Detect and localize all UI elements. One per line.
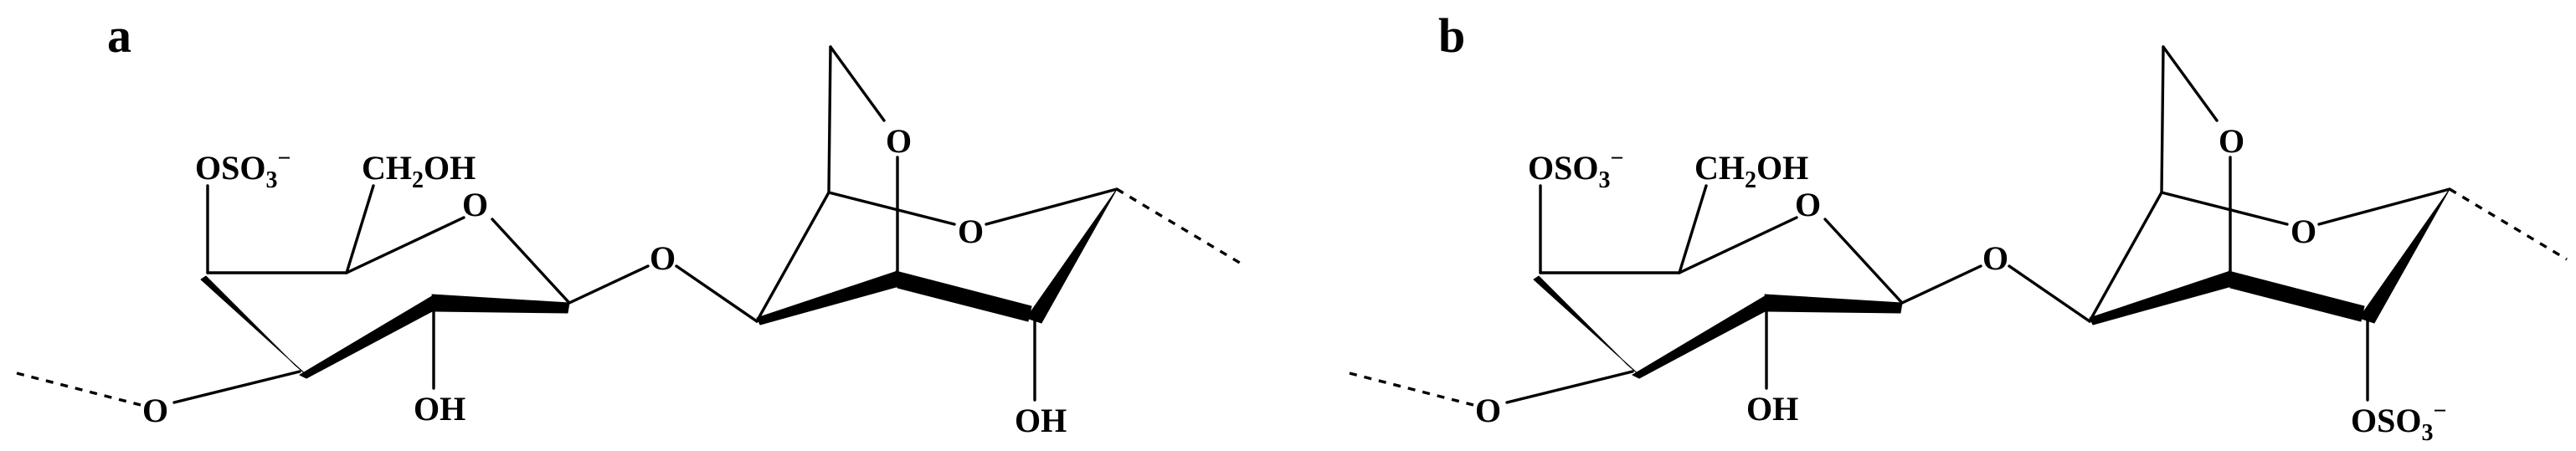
panel-label-b: b	[1438, 8, 1465, 63]
atom-ring-o-gal-a: O	[462, 186, 488, 223]
wedge-c5-c1-b	[1764, 294, 1903, 314]
bond-c5-ringo-b	[2160, 191, 2289, 226]
bond-c5-bridge-a	[827, 45, 832, 194]
atom-oh-gal-a: OH	[414, 390, 465, 428]
panel-a: a O OSO3−	[16, 8, 1243, 439]
bond-bridge-o-b	[2162, 45, 2219, 122]
bond-c2-ch2oh-a	[345, 184, 375, 274]
galactose-ring-b: O OSO3− CH2OH O OH O	[1349, 146, 2008, 429]
bond-ringo-c1-a	[985, 187, 1118, 226]
bond-bridge-o-a	[829, 45, 886, 122]
bond-c1-oglyco-b	[1900, 264, 1982, 305]
panel-b: b O OSO3− CH2OH O OH O	[1349, 8, 2568, 446]
atom-c2-substituent-a: OH	[1015, 402, 1067, 439]
anhydrogalactose-ring-a: O O OH	[675, 45, 1243, 439]
bond-o4-c4-b	[1505, 370, 1634, 404]
wedge-c3-c2-b	[2228, 270, 2365, 322]
atom-o-glyco-a: O	[650, 239, 676, 277]
bond-c2-ch2oh-b	[1678, 184, 1708, 274]
bond-c1-oglyco-a	[568, 264, 650, 305]
wedge-c5-c1-a	[431, 294, 570, 314]
atom-ch2oh-b: CH2OH	[1694, 149, 1808, 193]
galactose-ring-a: O OSO3− CH2OH O OH O	[16, 146, 676, 429]
bond-ringo-c1-a	[491, 218, 571, 305]
bond-oglyco-c4-b	[2008, 264, 2091, 323]
atom-oso3-b: OSO3−	[1528, 146, 1623, 193]
atom-c2-substituent-b: OSO3−	[2351, 398, 2446, 446]
wedge-c3-c2-a	[895, 270, 1032, 322]
atom-bridge-o-a: O	[886, 122, 912, 160]
chain-link-left-a	[16, 372, 141, 407]
atom-bridge-o-b: O	[2219, 122, 2244, 160]
atom-ch2oh-a: CH2OH	[362, 149, 476, 193]
atom-oso3-a: OSO3−	[195, 146, 291, 193]
atom-o-link-left-b: O	[1475, 392, 1501, 429]
bond-c2-ringo-b	[1678, 216, 1798, 274]
chain-link-right-a	[1116, 187, 1243, 266]
bond-o4-c4-a	[172, 370, 301, 404]
anhydrogalactose-ring-b: O O OSO3−	[2008, 45, 2568, 446]
bond-ringo-c1-b	[2317, 187, 2451, 226]
atom-o-glyco-b: O	[1982, 239, 2008, 277]
bond-c4-c5-a	[755, 191, 830, 323]
atom-ring-o-gal-b: O	[1795, 186, 1821, 223]
atom-o-link-left-a: O	[142, 392, 168, 429]
atom-oh-gal-b: OH	[1746, 390, 1798, 428]
bond-c5-bridge-b	[2160, 45, 2165, 194]
panel-label-a: a	[107, 8, 131, 63]
atom-ring-o-ahg-b: O	[2291, 213, 2316, 250]
chain-link-left-b	[1349, 372, 1474, 407]
bond-c4-c5-b	[2088, 191, 2163, 323]
bond-ringo-c1-b	[1823, 218, 1904, 305]
bond-c2-ringo-a	[345, 216, 465, 274]
atom-ring-o-ahg-a: O	[958, 213, 984, 250]
bond-oglyco-c4-a	[675, 264, 758, 323]
bond-c5-ringo-a	[827, 191, 956, 226]
